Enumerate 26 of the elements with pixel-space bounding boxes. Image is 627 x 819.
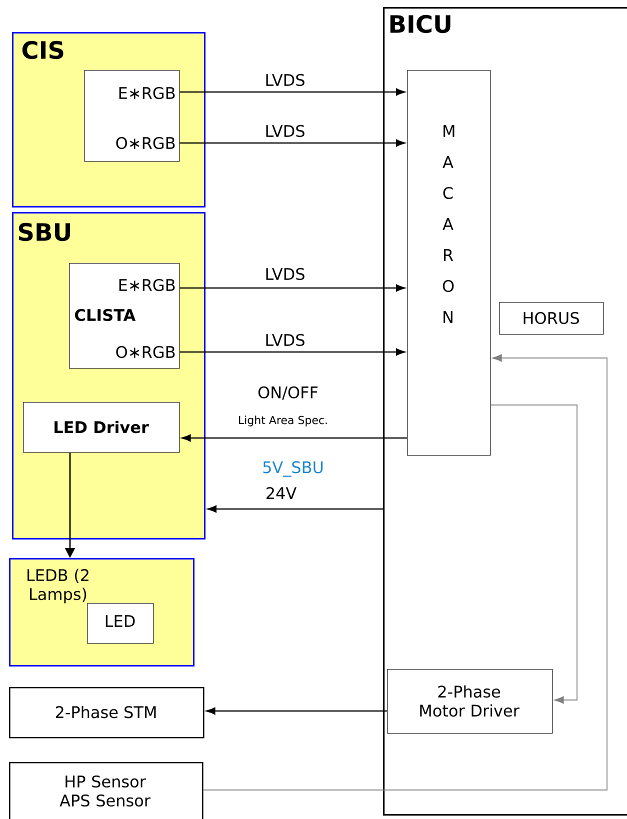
signal-label: Light Area Spec. <box>236 414 330 428</box>
arrow <box>180 284 406 292</box>
chip-box: HORUS <box>499 302 604 335</box>
arrow <box>180 139 406 147</box>
signal-label: 5V_SBU <box>261 460 325 478</box>
driver-box: LED Driver <box>23 402 180 453</box>
chip-box: E∗RGB CLISTA O∗RGB <box>69 263 180 369</box>
arrow <box>206 707 387 715</box>
led-box: LED <box>87 603 154 644</box>
edge-label: LVDS <box>264 266 306 282</box>
motor-box: 2-Phase STM <box>9 687 204 738</box>
port-box: E∗RGB O∗RGB <box>84 70 180 162</box>
chip-box: M A C A R O N <box>407 70 491 456</box>
arrow <box>490 404 578 704</box>
sensor-box: HP Sensor APS Sensor <box>9 762 204 819</box>
edge-label: LVDS <box>264 72 306 88</box>
edge-label: 24V <box>264 486 298 500</box>
edge-label: ON/OFF <box>256 385 320 401</box>
arrow <box>182 434 407 442</box>
arrow <box>180 348 406 356</box>
arrow <box>202 354 608 790</box>
driver-box: 2-Phase Motor Driver <box>387 669 553 734</box>
edge-label: LVDS <box>264 332 306 348</box>
arrow <box>180 88 406 96</box>
edge-label: LVDS <box>264 124 306 138</box>
arrow <box>207 505 383 513</box>
